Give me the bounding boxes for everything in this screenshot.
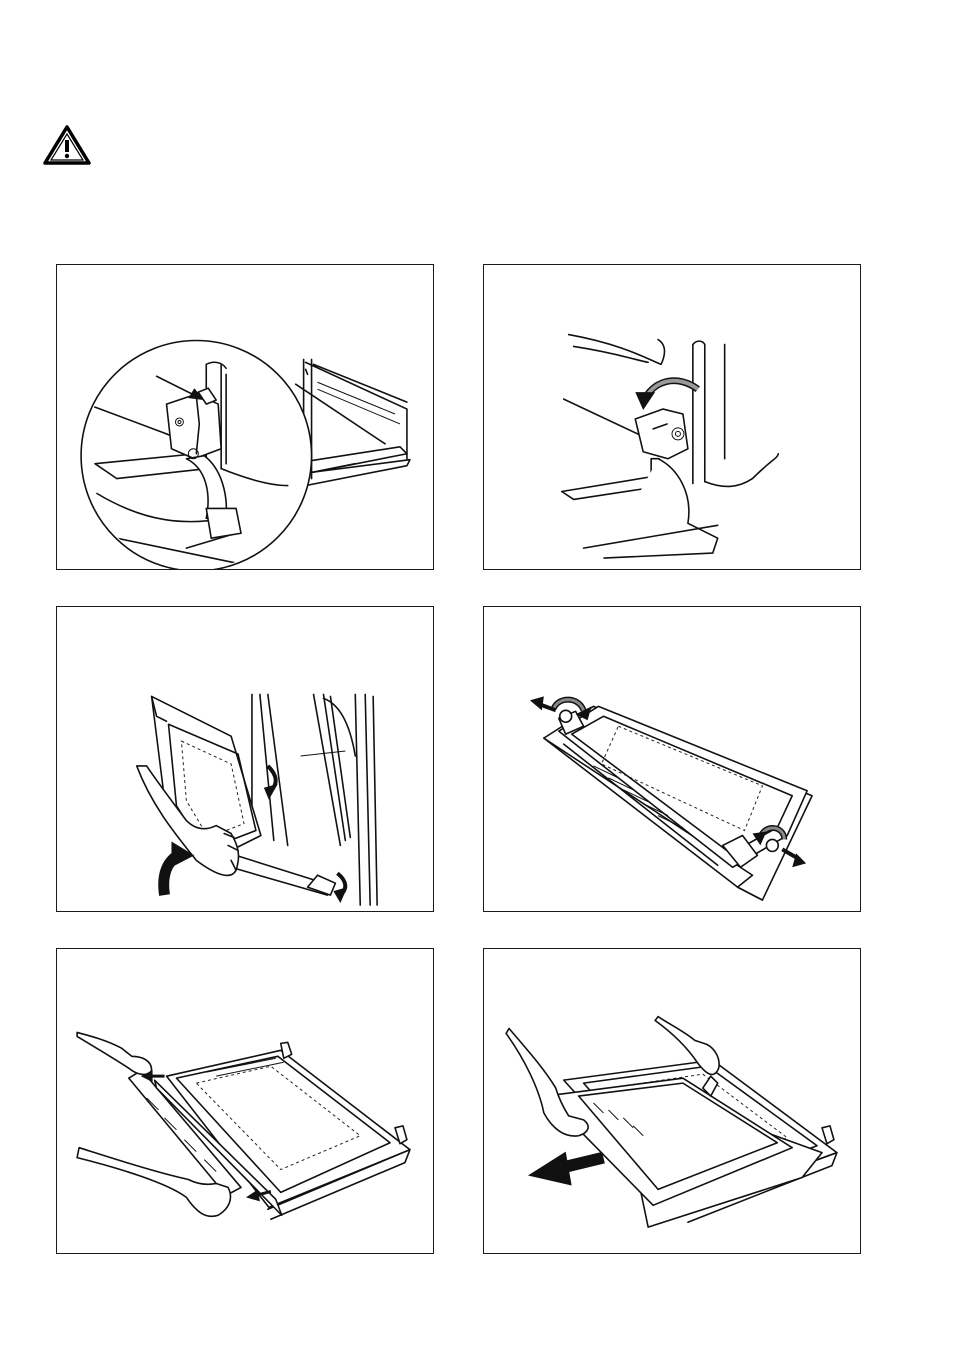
figure-6-door-glass-slide-out <box>483 948 861 1254</box>
figure-5-door-strip-remove <box>56 948 434 1254</box>
figure-4-door-screws-remove <box>483 606 861 912</box>
door-screws-remove-icon <box>484 607 860 911</box>
warning-triangle-icon <box>42 124 92 166</box>
door-glass-slide-out-icon <box>484 949 860 1253</box>
figure-2-hinge-lever-rotate <box>483 264 861 570</box>
figure-3-door-lift-out <box>56 606 434 912</box>
figure-1-hinge-detail <box>56 264 434 570</box>
door-strip-remove-icon <box>57 949 433 1253</box>
door-lift-out-icon <box>57 607 433 911</box>
hinge-lever-detail-icon <box>57 265 433 569</box>
hinge-lever-rotate-icon <box>484 265 860 569</box>
